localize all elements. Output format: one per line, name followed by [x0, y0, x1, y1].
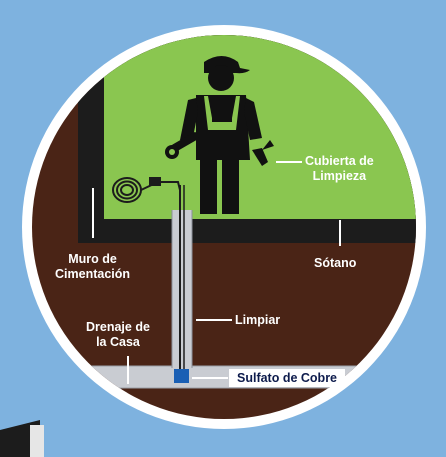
label-clean: Limpiar	[235, 313, 281, 327]
wrench-icon	[165, 132, 199, 159]
callout-lines	[92, 161, 341, 384]
copper-sulfate-block	[174, 369, 189, 383]
label-house-drain: Drenaje de la Casa	[86, 320, 150, 349]
cleanout-cover-icon	[252, 140, 274, 166]
label-cleanout-cover: Cubierta de Limpieza	[305, 154, 374, 183]
label-copper-sulfate: Sulfato de Cobre	[229, 369, 346, 387]
drain-snake-coil-icon	[112, 177, 181, 203]
label-foundation-wall: Muro de Cimentación	[55, 252, 131, 281]
plumber-figure-icon	[180, 56, 262, 214]
cleanout-pipe	[172, 210, 192, 380]
exterior-pipe-highlight	[30, 425, 44, 457]
label-basement: Sótano	[314, 256, 357, 270]
